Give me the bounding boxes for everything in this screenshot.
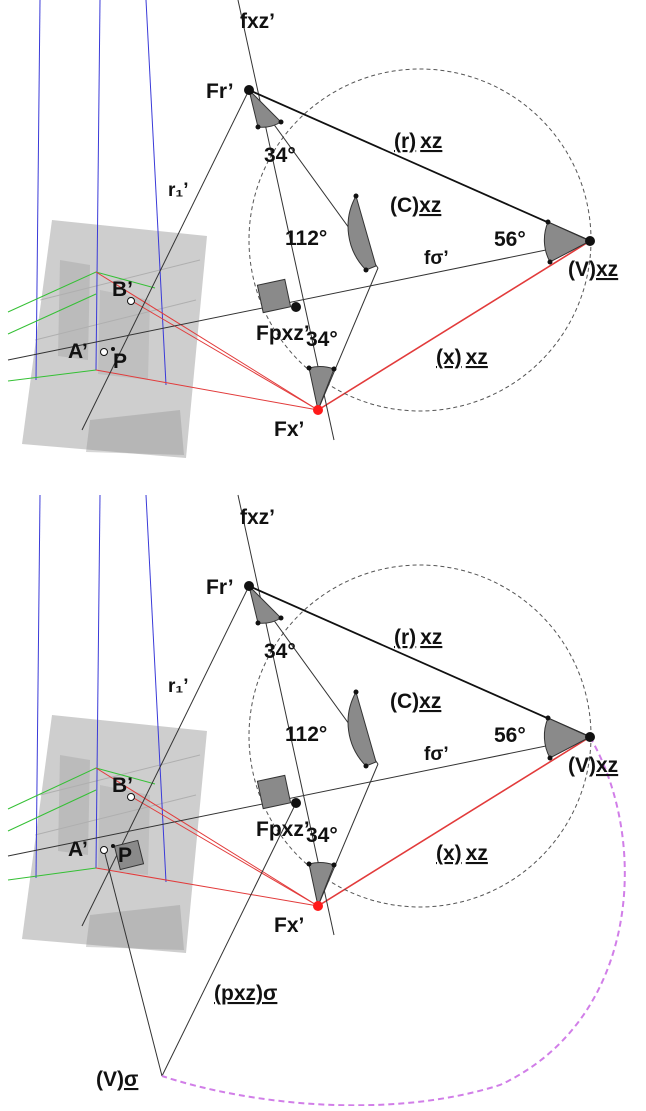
- fsigma-line: [7, 736, 591, 857]
- angle-sector-c: [347, 194, 377, 271]
- point-a: [100, 846, 108, 854]
- fsigma-line: [7, 240, 591, 361]
- r1-line: [81, 585, 250, 927]
- point-a: [100, 348, 108, 356]
- label-fxz: fxz’: [240, 506, 275, 529]
- label-v-xz: (V)xz: [568, 258, 618, 281]
- p-to-v-sigma-line: [103, 849, 163, 1077]
- vertical-lines: [35, 494, 167, 883]
- point-fpxz: [291, 302, 301, 312]
- label-b: B’: [112, 774, 133, 797]
- point-b: [127, 793, 135, 801]
- point-v: [585, 732, 595, 742]
- label-fxz: fxz’: [240, 10, 275, 33]
- angle-sector-c: [347, 690, 377, 767]
- point-fpxz: [291, 798, 301, 808]
- point-b: [127, 297, 135, 305]
- photo-texture: [34, 259, 201, 455]
- label-c-xz: (C)xz: [390, 690, 441, 713]
- point-fx: [313, 901, 323, 911]
- label-v-xz: (V)xz: [568, 754, 618, 777]
- label-b: B’: [112, 278, 133, 301]
- label-v-sigma: (V)σ: [96, 1068, 138, 1091]
- label-r1: r₁’: [168, 180, 189, 201]
- label-angle-top: 34°: [264, 144, 296, 167]
- label-fx: Fx’: [274, 418, 304, 441]
- angle-sector-fx: [308, 862, 335, 908]
- label-angle-bottom: 34°: [306, 328, 338, 351]
- r1-line: [81, 89, 250, 431]
- panel-top: fxz’ Fr’ r₁’ 34° (r)xz (C)xz 112° 56° (V…: [7, 0, 618, 458]
- label-r1: r₁’: [168, 676, 189, 697]
- point-fr: [244, 581, 254, 591]
- label-p: P: [118, 844, 132, 867]
- points: [100, 85, 595, 415]
- label-fr: Fr’: [206, 576, 234, 599]
- rotation-arc: [161, 736, 626, 1107]
- right-angle-marker: [256, 774, 292, 810]
- label-p: P: [113, 350, 127, 373]
- label-fsigma: fσ’: [424, 248, 449, 269]
- right-angle-marker: [256, 278, 292, 314]
- red-lines: [95, 240, 591, 411]
- point-v: [585, 236, 595, 246]
- angle-sector-fx: [308, 366, 335, 412]
- label-angle-c: 112°: [285, 723, 327, 746]
- points: [100, 581, 595, 911]
- label-pxz-sigma: (pxz)σ: [214, 982, 277, 1005]
- fxz-line: [237, 494, 335, 936]
- label-x-xz: (x)xz: [436, 346, 488, 369]
- label-angle-v: 56°: [494, 724, 526, 747]
- pxz-sigma-line: [161, 802, 297, 1077]
- red-lines: [95, 736, 591, 907]
- label-x-xz: (x)xz: [436, 842, 488, 865]
- right-angle-marker-p: [113, 839, 145, 871]
- angle-sector-fr: [248, 88, 282, 128]
- label-a: A’: [68, 838, 88, 861]
- label-angle-bottom: 34°: [306, 824, 338, 847]
- point-fx: [313, 405, 323, 415]
- label-c-xz: (C)xz: [390, 194, 441, 217]
- label-a: A’: [68, 340, 88, 363]
- point-fr: [244, 85, 254, 95]
- label-angle-v: 56°: [494, 228, 526, 251]
- label-angle-c: 112°: [285, 227, 327, 250]
- panel-bottom: fxz’ Fr’ r₁’ 34° (r)xz (C)xz 112° 56° (V…: [7, 494, 626, 1107]
- label-r-xz: (r)xz: [394, 130, 442, 153]
- angle-sector-fr: [248, 584, 282, 624]
- label-angle-top: 34°: [264, 640, 296, 663]
- label-fr: Fr’: [206, 80, 234, 103]
- vertical-lines: [35, 0, 167, 386]
- label-fpxz: Fpxz’: [256, 322, 310, 345]
- label-fsigma: fσ’: [424, 744, 449, 765]
- label-r-xz: (r)xz: [394, 626, 442, 649]
- label-fx: Fx’: [274, 914, 304, 937]
- label-fpxz: Fpxz’: [256, 818, 310, 841]
